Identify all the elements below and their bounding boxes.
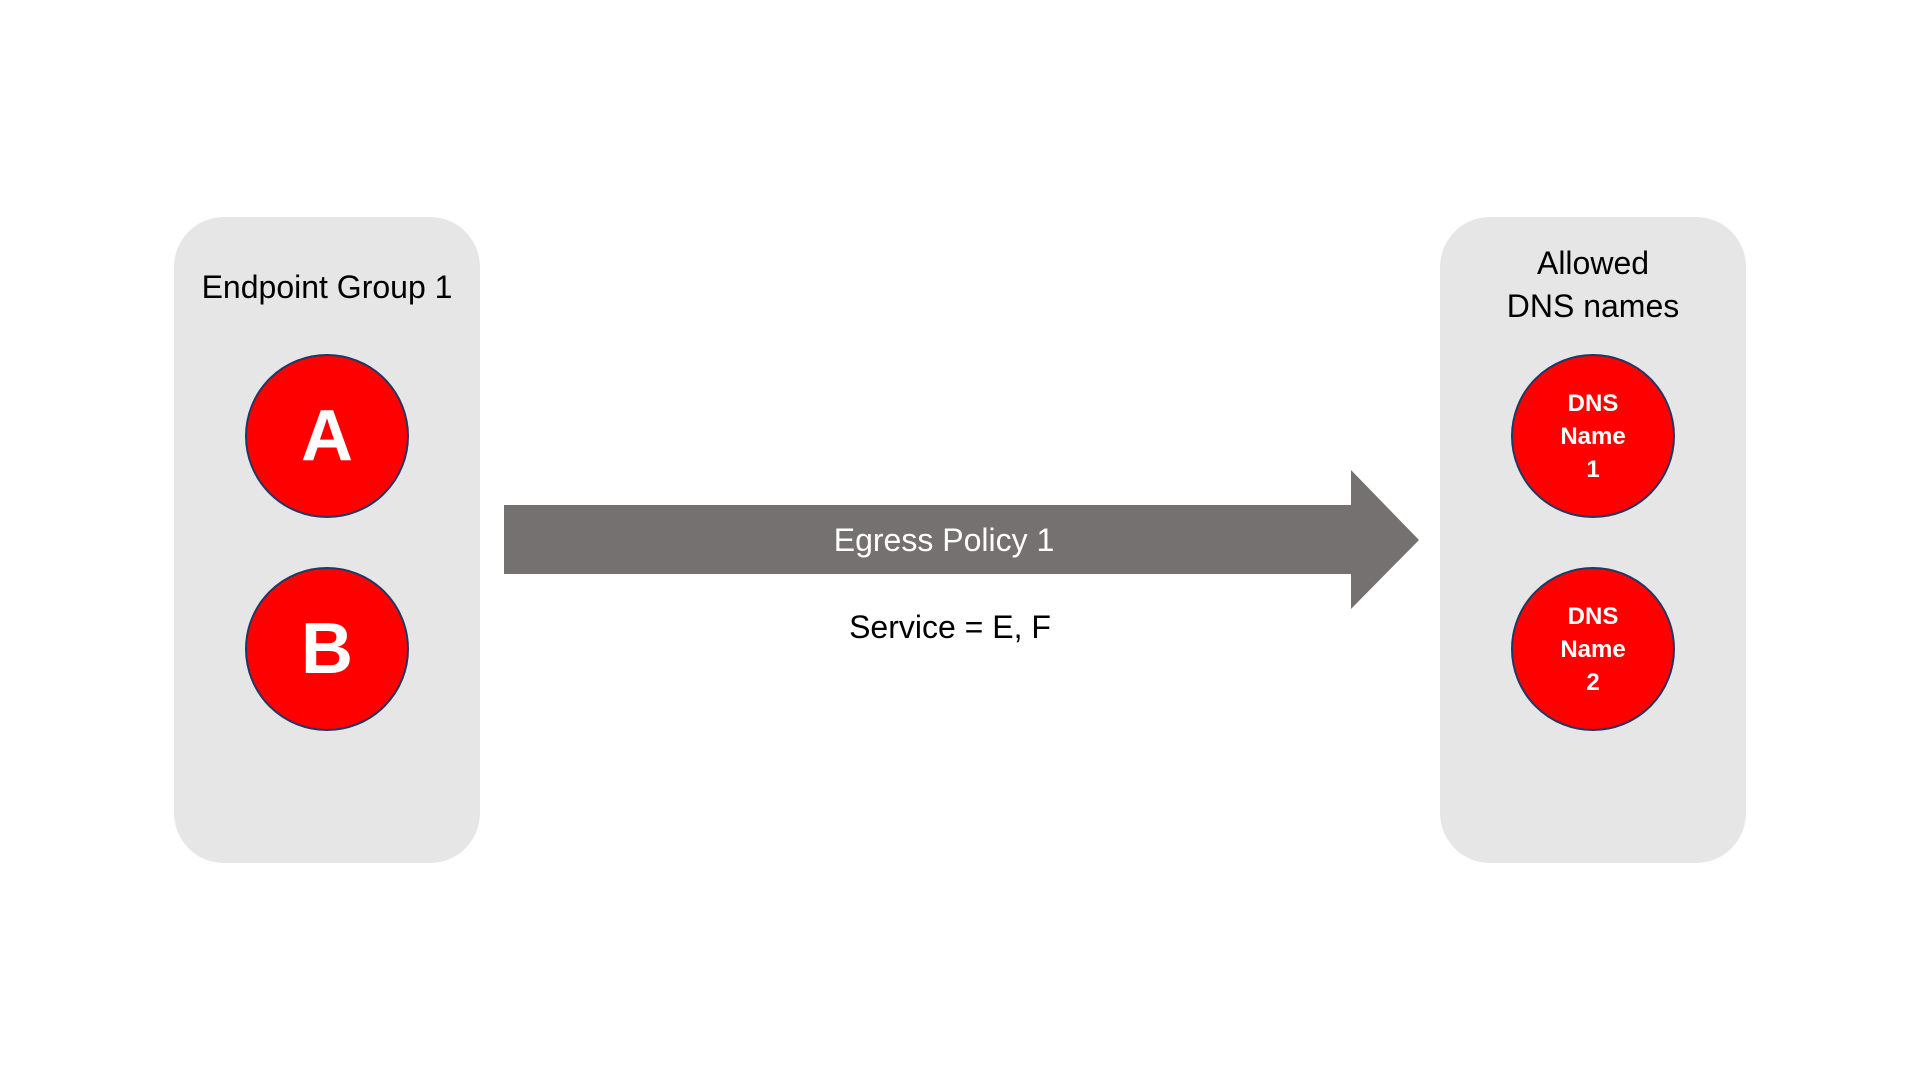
endpoint-group-panel <box>174 217 480 863</box>
endpoint-node-a: A <box>245 354 409 518</box>
egress-policy-label: Egress Policy 1 <box>833 522 1055 558</box>
service-caption: Service = E, F <box>849 609 1051 645</box>
endpoint-node-b: B <box>245 567 409 731</box>
allowed-dns-panel <box>1440 217 1746 863</box>
allowed-dns-title-line1: Allowed <box>1536 245 1650 281</box>
endpoint-group-title: Endpoint Group 1 <box>201 269 453 305</box>
dns-name-1-node: DNS Name 1 <box>1511 354 1675 518</box>
allowed-dns-title-line2: DNS names <box>1506 288 1680 324</box>
dns-name-2-node: DNS Name 2 <box>1511 567 1675 731</box>
egress-arrow-shape <box>504 470 1419 609</box>
